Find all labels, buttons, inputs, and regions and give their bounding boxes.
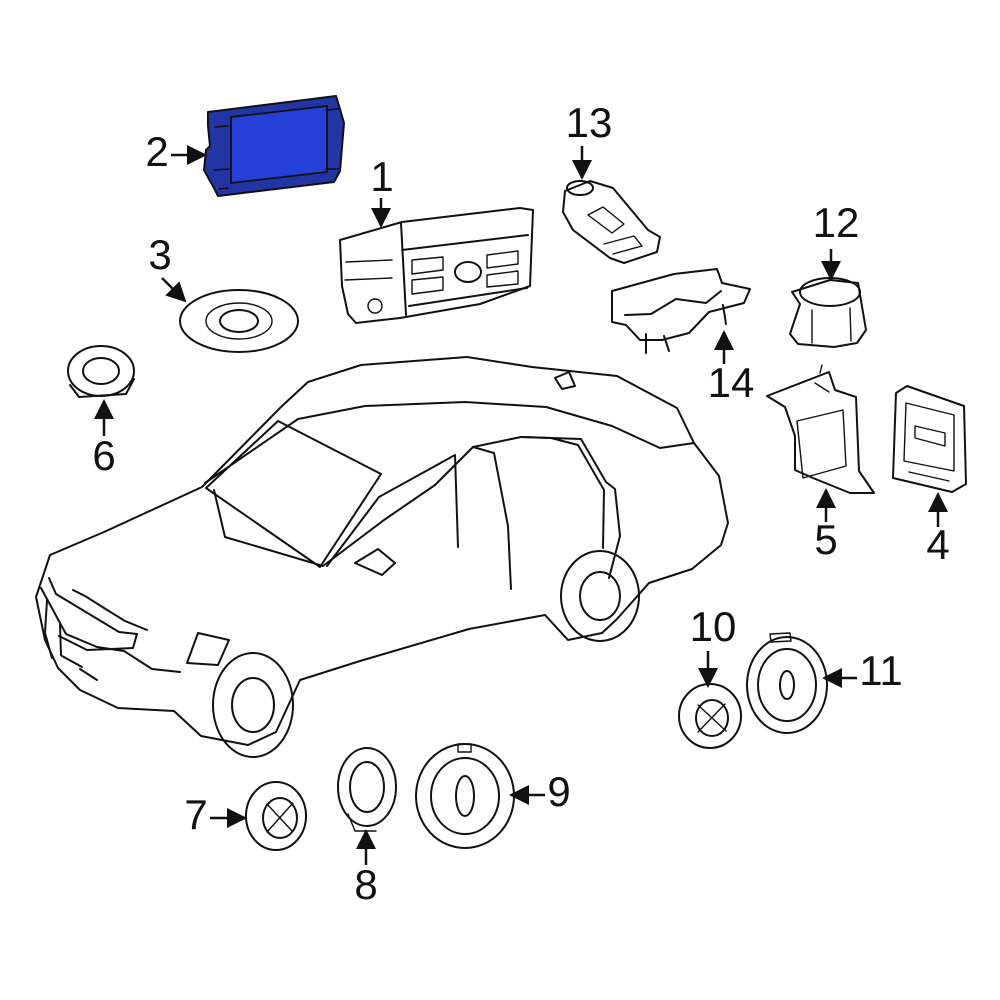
speaker-9-tab — [457, 743, 472, 753]
speaker-part-8[interactable] — [337, 747, 397, 832]
car-windows-and-belt — [204, 401, 695, 579]
car-side-windows — [205, 420, 605, 590]
module-4-body — [892, 385, 967, 493]
rear-wheel-inner — [579, 571, 621, 621]
speaker-9-cone — [430, 757, 500, 835]
control-module-part-4[interactable] — [892, 385, 967, 493]
speaker-housing-part-12[interactable] — [789, 277, 867, 348]
car-front-grille-and-bumper — [40, 577, 181, 673]
speaker-6-outer — [67, 345, 135, 397]
callout-9-label: 9 — [547, 768, 570, 815]
speaker-8-outer — [337, 747, 397, 827]
front-wheel-inner — [231, 677, 275, 733]
callout-3-label: 3 — [148, 231, 171, 278]
callout-7-label: 7 — [184, 791, 207, 838]
front-headlight — [186, 632, 230, 666]
sedan-vehicle-outline — [35, 356, 729, 758]
head-unit-connector — [367, 298, 383, 314]
callout-4-label: 4 — [926, 521, 949, 568]
display-screen-part-highlighted[interactable] — [203, 95, 345, 197]
callout-3-arrow — [161, 277, 187, 303]
disc-ring — [205, 302, 273, 340]
bracket-5-body — [766, 371, 875, 494]
housing-12-ribs — [811, 307, 852, 344]
speaker-part-11[interactable] — [746, 632, 828, 734]
mounting-bracket-part-14[interactable] — [611, 268, 751, 354]
speaker-10-grille — [697, 703, 727, 733]
speaker-6-cone — [82, 357, 120, 385]
bracket-14-details — [624, 290, 727, 354]
module-4-details — [903, 402, 955, 482]
speaker-part-7[interactable] — [245, 781, 307, 851]
control-bezel-part-13[interactable] — [562, 180, 661, 264]
callout-8-label: 8 — [354, 861, 377, 908]
control-bezel-opening — [566, 180, 594, 196]
front-wheel-outer — [212, 652, 294, 758]
head-unit-part[interactable] — [339, 207, 534, 324]
speaker-part-9[interactable] — [415, 743, 515, 849]
speaker-9-center — [455, 775, 475, 817]
callout-14-label: 14 — [708, 359, 755, 406]
speaker-8-cone — [349, 761, 385, 813]
navigation-disc-part[interactable] — [179, 289, 299, 353]
control-bezel-body — [562, 180, 661, 264]
callout-13-label: 13 — [566, 99, 613, 146]
speaker-part-10[interactable] — [678, 683, 742, 749]
control-bezel-detail — [587, 206, 643, 255]
speaker-10-cone — [695, 699, 729, 737]
display-screen-detail — [213, 108, 341, 190]
side-mirror — [354, 548, 396, 576]
display-screen-inner — [230, 104, 328, 185]
speaker-7-grille — [266, 802, 294, 833]
callout-2-label: 2 — [145, 128, 168, 175]
speaker-7-cone — [262, 797, 298, 839]
callout-12-label: 12 — [813, 199, 860, 246]
head-unit-face — [400, 222, 529, 316]
callout-6-label: 6 — [92, 432, 115, 479]
speaker-11-tab — [769, 632, 792, 643]
speaker-11-cone — [757, 648, 817, 722]
disc-center — [219, 309, 259, 333]
bracket-5-details — [796, 364, 847, 479]
callout-arrows — [94, 145, 948, 865]
car-body-outline — [35, 356, 729, 746]
rear-roof-antenna — [554, 371, 576, 390]
speaker-11-center — [779, 670, 795, 700]
car-front-details — [59, 589, 148, 681]
callout-10-label: 10 — [690, 603, 737, 650]
tweeter-speaker-part-6[interactable] — [67, 345, 135, 398]
bracket-14-body — [611, 268, 751, 341]
callout-5-label: 5 — [814, 516, 837, 563]
disc-outer — [179, 289, 299, 353]
speaker-6-mount — [69, 378, 135, 398]
callout-1-label: 1 — [370, 153, 393, 200]
rear-wheel-outer — [560, 550, 640, 642]
head-unit-knob — [454, 261, 482, 283]
housing-12-body — [789, 279, 867, 348]
mounting-bracket-part-5[interactable] — [766, 364, 875, 494]
head-unit-controls — [344, 250, 519, 295]
callout-11-label: 11 — [859, 647, 903, 694]
